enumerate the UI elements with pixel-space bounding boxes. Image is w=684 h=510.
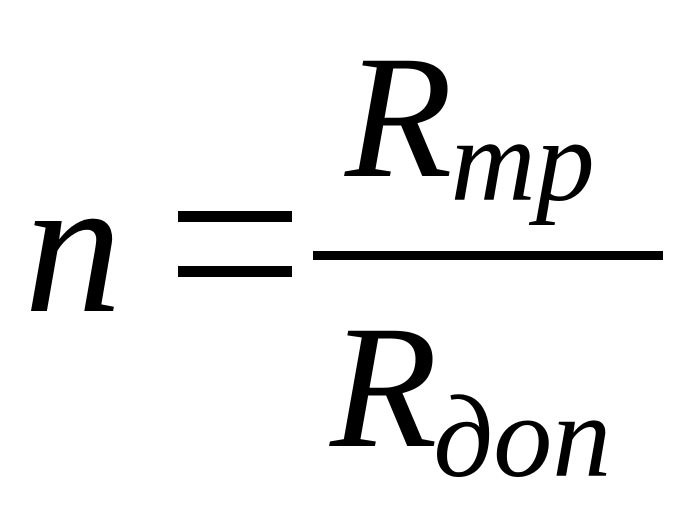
formula-lhs-variable: n — [24, 137, 122, 354]
numerator-subscript: тр — [450, 95, 595, 226]
denominator-symbol: R — [330, 290, 438, 485]
numerator-symbol: R — [345, 20, 453, 215]
fraction-bar — [313, 251, 663, 260]
denominator-subscript: доп — [433, 371, 612, 502]
fraction-denominator: Rдоп — [330, 290, 615, 496]
equals-sign — [178, 211, 292, 277]
equals-bar-top — [178, 211, 292, 222]
equals-bar-bottom — [178, 266, 292, 277]
fraction-numerator: Rтр — [345, 20, 597, 220]
